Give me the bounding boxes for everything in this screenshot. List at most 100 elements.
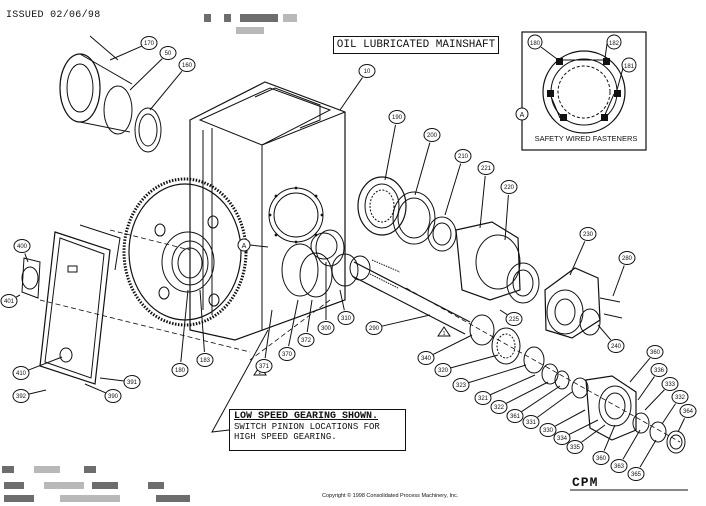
callout-leader bbox=[637, 376, 655, 401]
callout-50: 50 bbox=[165, 51, 172, 57]
callout-leader bbox=[644, 389, 665, 411]
callout-364: 364 bbox=[683, 409, 694, 415]
callout-334: 334 bbox=[557, 436, 568, 442]
callout-160: 160 bbox=[182, 63, 193, 69]
callout-balloon bbox=[452, 378, 470, 392]
main-housing bbox=[189, 81, 346, 341]
callout-leader bbox=[84, 383, 106, 394]
callout-leader bbox=[661, 403, 676, 425]
callout-leader bbox=[199, 289, 205, 353]
callout-leader bbox=[505, 381, 549, 404]
callout-balloon bbox=[553, 431, 571, 445]
callout-401: 401 bbox=[4, 299, 15, 305]
callout-leader bbox=[264, 309, 273, 359]
callout-balloon bbox=[671, 390, 689, 404]
callout-balloon bbox=[388, 110, 406, 124]
callouts: 1705016010190200210221220230280240400401… bbox=[0, 36, 697, 481]
callout-leader bbox=[149, 70, 183, 111]
callout-leader bbox=[581, 424, 606, 443]
callout-310: 310 bbox=[341, 316, 352, 322]
callout-230: 230 bbox=[583, 232, 594, 238]
callout-balloon bbox=[539, 423, 557, 437]
callout-balloon bbox=[278, 347, 296, 361]
callout-370: 370 bbox=[282, 352, 293, 358]
callout-321: 321 bbox=[478, 396, 489, 402]
callout-balloon bbox=[417, 351, 435, 365]
callout-220: 220 bbox=[504, 185, 515, 191]
callout-leader bbox=[306, 299, 313, 333]
callout-leader bbox=[629, 357, 651, 383]
callout-balloon bbox=[13, 239, 31, 253]
callout-balloon bbox=[358, 64, 376, 78]
callout-leader bbox=[450, 354, 499, 369]
callout-leader bbox=[537, 391, 573, 418]
note-line-1: SWITCH PINION LOCATIONS FOR bbox=[234, 422, 380, 432]
callout-balloon bbox=[490, 400, 508, 414]
callout-leader bbox=[444, 163, 462, 216]
mainshaft bbox=[281, 229, 471, 335]
callout-leader bbox=[499, 309, 508, 316]
callout-leader bbox=[490, 374, 536, 396]
callout-leader bbox=[468, 364, 527, 384]
callout-365: 365 bbox=[631, 472, 642, 478]
callout-221: 221 bbox=[481, 166, 492, 172]
callout-330: 330 bbox=[543, 428, 554, 434]
callout-leader bbox=[622, 429, 641, 460]
callout-leader bbox=[28, 356, 63, 371]
callout-balloon bbox=[650, 363, 668, 377]
inset-caption: SAFETY WIRED FASTENERS bbox=[534, 134, 638, 143]
callout-balloon bbox=[592, 451, 610, 465]
callout-balloon bbox=[0, 294, 18, 308]
callout-300: 300 bbox=[321, 326, 332, 332]
callout-leader bbox=[597, 324, 612, 341]
callout-balloon bbox=[434, 363, 452, 377]
callout-balloon bbox=[317, 321, 335, 335]
callout-balloon bbox=[123, 375, 141, 389]
brand-logo-text: CPM bbox=[572, 475, 599, 490]
callout-balloon bbox=[104, 389, 122, 403]
callout-170: 170 bbox=[144, 41, 155, 47]
callout-leader bbox=[639, 439, 657, 468]
callout-331: 331 bbox=[526, 420, 537, 426]
callout-10: 10 bbox=[364, 69, 371, 75]
callout-leader bbox=[99, 377, 125, 382]
callout-balloon bbox=[12, 389, 30, 403]
lower-components bbox=[469, 314, 686, 454]
callout-balloon bbox=[196, 353, 214, 367]
centerlines bbox=[39, 229, 681, 443]
callout-leader bbox=[24, 253, 29, 263]
large-gear bbox=[122, 177, 248, 327]
issued-date: ISSUED 02/06/98 bbox=[6, 10, 101, 21]
callout-leader bbox=[288, 299, 299, 347]
callout-balloon bbox=[522, 415, 540, 429]
callout-leader bbox=[612, 265, 625, 297]
callout-balloon bbox=[477, 161, 495, 175]
callout-320: 320 bbox=[438, 368, 449, 374]
callout-balloon bbox=[618, 251, 636, 265]
callout-leader bbox=[603, 424, 616, 451]
callout-360: 360 bbox=[650, 350, 661, 356]
callout-leader bbox=[479, 175, 486, 229]
callout-leader bbox=[129, 58, 163, 91]
delta-marker: 2 bbox=[259, 370, 262, 376]
input-coupling bbox=[59, 35, 162, 153]
callout-balloon bbox=[627, 467, 645, 481]
callout-392: 392 bbox=[16, 394, 27, 400]
callout-balloon bbox=[506, 409, 524, 423]
callout-190: 190 bbox=[392, 115, 403, 121]
shaft-components bbox=[357, 176, 540, 304]
callout-balloon bbox=[12, 366, 30, 380]
callout-leader bbox=[15, 294, 21, 298]
callout-leader bbox=[339, 289, 345, 311]
callout-balloon bbox=[566, 440, 584, 454]
callout-323: 323 bbox=[456, 383, 467, 389]
callout-leader bbox=[554, 409, 586, 427]
callout-333: 333 bbox=[665, 382, 676, 388]
callout-balloon bbox=[454, 149, 472, 163]
callout-balloon bbox=[255, 359, 273, 373]
callout-200: 200 bbox=[427, 133, 438, 139]
callout-391: 391 bbox=[127, 380, 138, 386]
callout-361: 361 bbox=[510, 414, 521, 420]
